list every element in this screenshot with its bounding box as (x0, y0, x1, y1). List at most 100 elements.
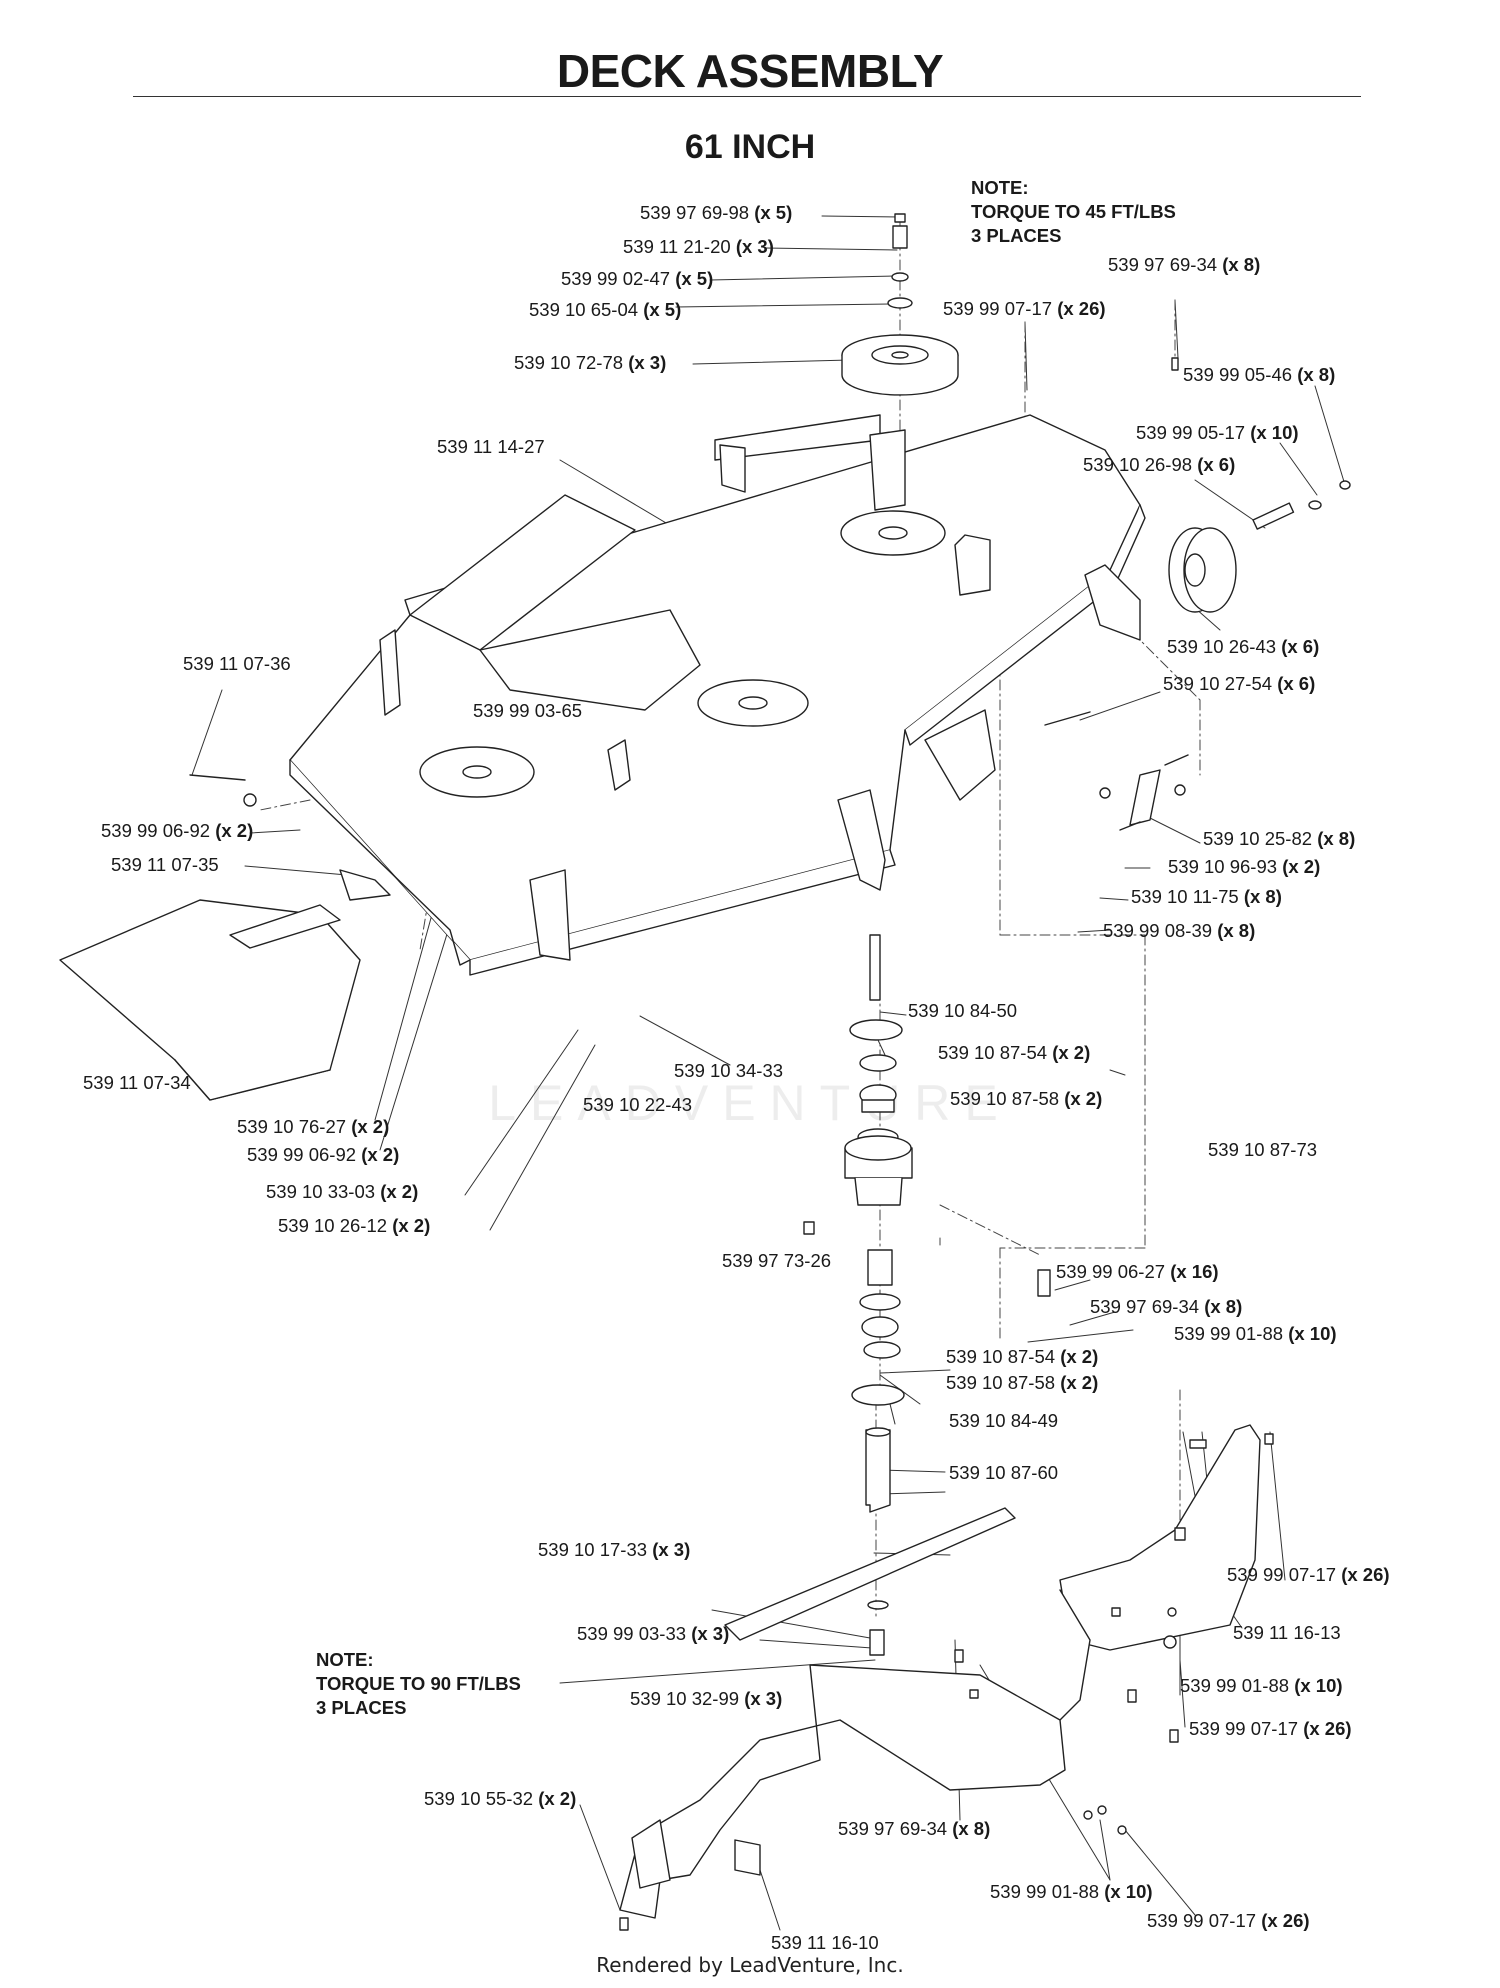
part-callout[interactable]: 539 99 02-47 (x 5) (561, 268, 714, 289)
spindle-spacer (867, 1249, 893, 1286)
part-callout[interactable]: 539 10 76-27 (x 2) (237, 1116, 390, 1137)
part-callout[interactable]: 539 97 69-34 (x 8) (1090, 1296, 1243, 1317)
wheel-screw (1171, 357, 1179, 371)
chute-rod (189, 774, 246, 781)
part-callout[interactable]: 539 10 17-33 (x 3) (538, 1539, 691, 1560)
part-callout[interactable]: 539 10 25-82 (x 8) (1203, 828, 1356, 849)
baffle-tab (1174, 1527, 1186, 1541)
part-callout[interactable]: 539 11 16-13 (1233, 1622, 1341, 1643)
part-callout[interactable]: 539 99 05-46 (x 8) (1183, 364, 1336, 385)
part-callout[interactable]: 539 99 03-65 (473, 700, 583, 721)
part-callout[interactable]: 539 99 03-33 (x 3) (577, 1623, 730, 1644)
part-callout[interactable]: 539 10 87-73 (1208, 1139, 1318, 1160)
part-callout[interactable]: 539 10 84-50 (908, 1000, 1018, 1021)
part-callout[interactable]: 539 99 07-17 (x 26) (1227, 1564, 1390, 1585)
lower-shield (851, 1384, 905, 1406)
part-callout[interactable]: 539 99 06-27 (x 16) (1056, 1261, 1219, 1282)
page-title: DECK ASSEMBLY (556, 45, 944, 97)
baffle-clip (1111, 1607, 1121, 1617)
wheel-bracket (1084, 564, 1141, 641)
part-callout[interactable]: 539 11 14-27 (437, 436, 545, 457)
title-rule (133, 96, 1361, 97)
wheel-washer (1308, 500, 1322, 510)
part-callout[interactable]: 539 99 05-17 (x 10) (1136, 422, 1299, 443)
part-callout[interactable]: 539 97 69-34 (x 8) (1108, 254, 1261, 275)
page-subtitle: 61 INCH (684, 128, 816, 166)
part-callout[interactable]: 539 11 21-20 (x 3) (623, 236, 774, 257)
part-callout[interactable]: 539 11 07-35 (111, 854, 219, 875)
mower-deck (289, 414, 1146, 976)
part-callout[interactable]: 539 10 96-93 (x 2) (1168, 856, 1321, 877)
part-callout[interactable]: 539 10 55-32 (x 2) (424, 1788, 577, 1809)
part-callout[interactable]: 539 11 07-34 (83, 1072, 191, 1093)
part-callout[interactable]: 539 10 87-60 (949, 1462, 1059, 1483)
chute-spring (339, 869, 391, 901)
part-callout[interactable]: 539 10 65-04 (x 5) (529, 299, 682, 320)
spindle-shaft (865, 1429, 891, 1513)
part-callout[interactable]: 539 97 73-26 (722, 1250, 832, 1271)
note-bottom-heading: NOTE: (316, 1649, 374, 1670)
note-bottom-spec: TORQUE TO 90 FT/LBS (316, 1673, 521, 1694)
baffle-right (1059, 1424, 1261, 1721)
spindle-housing-body (854, 1177, 903, 1206)
rod-washer (243, 793, 257, 807)
part-callout[interactable]: 539 99 01-88 (x 10) (1180, 1675, 1343, 1696)
flat-washer (887, 297, 913, 309)
pulley-bore (891, 351, 909, 359)
part-callout[interactable]: 539 10 11-75 (x 8) (1131, 886, 1282, 907)
deck-bracket-side (954, 534, 991, 596)
part-callout[interactable]: 539 97 69-98 (x 5) (640, 202, 793, 223)
part-callout[interactable]: 539 99 01-88 (x 10) (990, 1881, 1153, 1902)
note-bottom-places: 3 PLACES (316, 1697, 407, 1718)
part-callout[interactable]: 539 10 87-58 (x 2) (946, 1372, 1099, 1393)
baffle-right-shape (1059, 1424, 1261, 1651)
baffle-clip-right (1127, 1689, 1137, 1703)
lower-seal (863, 1341, 901, 1359)
part-callout[interactable]: 539 99 07-17 (x 26) (1189, 1718, 1352, 1739)
part-callout[interactable]: 539 99 07-17 (x 26) (1147, 1910, 1310, 1931)
gauge-wheel (1168, 357, 1351, 613)
part-callout[interactable]: 539 10 87-54 (x 2) (946, 1346, 1099, 1367)
part-callout[interactable]: 539 99 08-39 (x 8) (1103, 920, 1256, 941)
leader-lines (147, 215, 1346, 1931)
part-callout[interactable]: 539 99 06-92 (x 2) (101, 820, 254, 841)
baffle-left (619, 1664, 1137, 1919)
deck-skirt-front (469, 849, 896, 976)
part-callout[interactable]: 539 99 01-88 (x 10) (1174, 1323, 1337, 1344)
note-torque-top: NOTE: TORQUE TO 45 FT/LBS 3 PLACES (971, 176, 1176, 248)
deck-bracket-rear-left (719, 444, 746, 493)
part-callout[interactable]: 539 10 26-43 (x 6) (1167, 636, 1320, 657)
part-callout[interactable]: 539 10 87-58 (x 2) (950, 1088, 1103, 1109)
wheel-axle-bushing (1252, 502, 1295, 530)
housing-bolt (1037, 1269, 1051, 1297)
chute-hinge-bracket (229, 904, 341, 949)
screw-head (894, 213, 906, 223)
part-callout[interactable]: 539 97 69-34 (x 8) (838, 1818, 991, 1839)
part-callout[interactable]: 539 10 26-12 (x 2) (278, 1215, 431, 1236)
part-callout[interactable]: 539 10 27-54 (x 6) (1163, 673, 1316, 694)
part-callout[interactable]: 539 99 07-17 (x 26) (943, 298, 1106, 319)
blade-washer (867, 1600, 889, 1610)
part-callout[interactable]: 539 10 34-33 (674, 1060, 784, 1081)
discharge-chute (59, 774, 391, 1101)
pulley-stack (841, 213, 959, 396)
part-callout[interactable]: 539 10 72-78 (x 3) (514, 352, 667, 373)
part-callout[interactable]: 539 11 07-36 (183, 653, 291, 674)
deck-bracket-rear (869, 429, 906, 511)
pulley-side (841, 354, 959, 396)
part-callout[interactable]: 539 10 33-03 (x 2) (266, 1181, 419, 1202)
part-callout[interactable]: 539 10 26-98 (x 6) (1083, 454, 1236, 475)
deck-hanger-front (837, 789, 886, 891)
part-callout[interactable]: 539 10 87-54 (x 2) (938, 1042, 1091, 1063)
part-callout[interactable]: 539 10 22-43 (583, 1094, 693, 1115)
note-top-heading: NOTE: (971, 177, 1029, 198)
deck-skirt-corner (1114, 504, 1146, 586)
belt-cover-plate (479, 609, 701, 711)
part-callout[interactable]: 539 11 16-10 (771, 1932, 879, 1953)
part-callout[interactable]: 539 10 84-49 (949, 1410, 1059, 1431)
part-callout[interactable]: 539 10 32-99 (x 3) (630, 1688, 783, 1709)
part-callout[interactable]: 539 99 06-92 (x 2) (247, 1144, 400, 1165)
note-top-places: 3 PLACES (971, 225, 1062, 246)
